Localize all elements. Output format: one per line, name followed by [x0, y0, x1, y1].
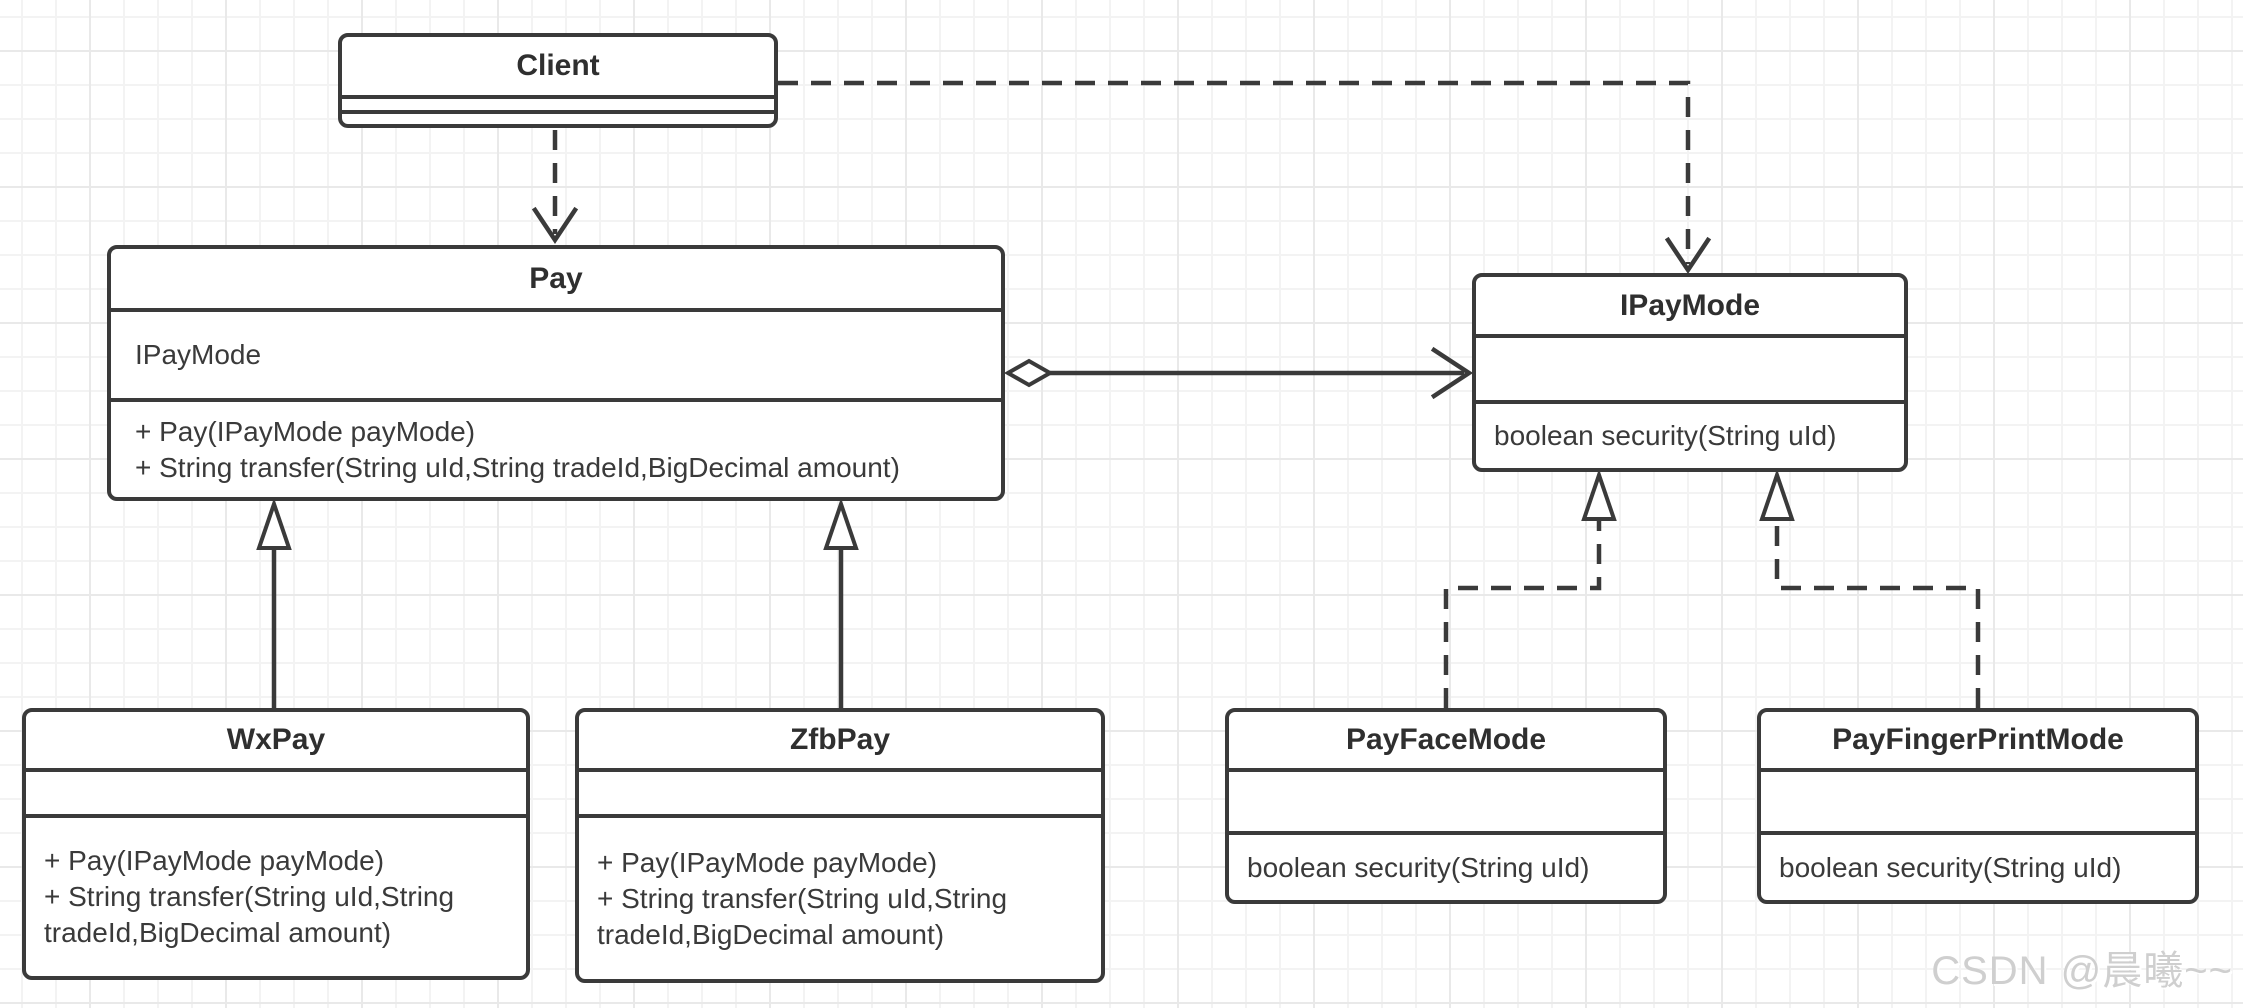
dependency-arrowhead-client-pay [531, 206, 579, 245]
class-zfbpay-fields [579, 772, 1101, 818]
realization-triangle-payfingerprintmode [1759, 468, 1795, 521]
method-item: + String transfer(String uId,String trad… [44, 881, 455, 948]
class-zfbpay: ZfbPay + Pay(IPayMode payMode) + String … [575, 708, 1105, 983]
class-pay-title: Pay [111, 249, 1001, 312]
aggregation-open-arrowhead [1430, 346, 1474, 400]
edge-payfacemode-ipaymode-realization [1443, 520, 1602, 708]
generalization-triangle-zfbpay [823, 497, 859, 550]
class-ipaymode: IPayMode boolean security(String uId) [1472, 273, 1908, 472]
generalization-triangle-wxpay [256, 497, 292, 550]
class-payfingerprintmode-fields [1761, 772, 2195, 835]
class-wxpay-title: WxPay [26, 712, 526, 772]
class-pay-fields: IPayMode [111, 312, 1001, 402]
class-client-fields [342, 99, 774, 114]
class-payfingerprintmode-title: PayFingerPrintMode [1761, 712, 2195, 772]
class-wxpay-fields [26, 772, 526, 818]
method-item: + String transfer(String uId,String trad… [135, 451, 900, 483]
method-item: + Pay(IPayMode payMode) [44, 845, 385, 876]
class-payfacemode-title: PayFaceMode [1229, 712, 1663, 772]
class-payfacemode: PayFaceMode boolean security(String uId) [1225, 708, 1667, 904]
class-payfingerprintmode: PayFingerPrintMode boolean security(Stri… [1757, 708, 2199, 904]
class-client-title: Client [342, 37, 774, 99]
method-item: + String transfer(String uId,String trad… [597, 882, 1008, 950]
class-ipaymode-fields [1476, 338, 1904, 404]
edge-payfingerprintmode-ipaymode-realization [1774, 520, 1981, 708]
aggregation-diamond [1003, 358, 1055, 388]
class-wxpay-methods: + Pay(IPayMode payMode) + String transfe… [26, 818, 526, 976]
method-item: boolean security(String uId) [1494, 420, 1837, 451]
class-payfacemode-methods: boolean security(String uId) [1229, 835, 1663, 900]
class-ipaymode-methods: boolean security(String uId) [1476, 404, 1904, 468]
class-pay-methods: + Pay(IPayMode payMode) + String transfe… [111, 402, 1001, 497]
method-item: + Pay(IPayMode payMode) [135, 415, 476, 447]
class-wxpay: WxPay + Pay(IPayMode payMode) + String t… [22, 708, 530, 980]
dependency-arrowhead-client-ipaymode [1664, 236, 1712, 275]
method-item: boolean security(String uId) [1779, 851, 2122, 883]
class-zfbpay-title: ZfbPay [579, 712, 1101, 772]
method-item: boolean security(String uId) [1247, 851, 1590, 883]
class-client: Client [338, 33, 778, 128]
edge-client-ipaymode-dependency [778, 80, 1691, 264]
class-client-methods [342, 114, 774, 124]
class-payfacemode-fields [1229, 772, 1663, 835]
realization-triangle-payfacemode [1581, 468, 1617, 521]
class-ipaymode-title: IPayMode [1476, 277, 1904, 338]
method-item: + Pay(IPayMode payMode) [597, 846, 938, 878]
class-pay: Pay IPayMode + Pay(IPayMode payMode) + S… [107, 245, 1005, 501]
csdn-watermark: CSDN @晨曦~~ [1931, 949, 2233, 993]
class-zfbpay-methods: + Pay(IPayMode payMode) + String transfe… [579, 818, 1101, 979]
field-item: IPayMode [135, 339, 262, 370]
class-payfingerprintmode-methods: boolean security(String uId) [1761, 835, 2195, 900]
